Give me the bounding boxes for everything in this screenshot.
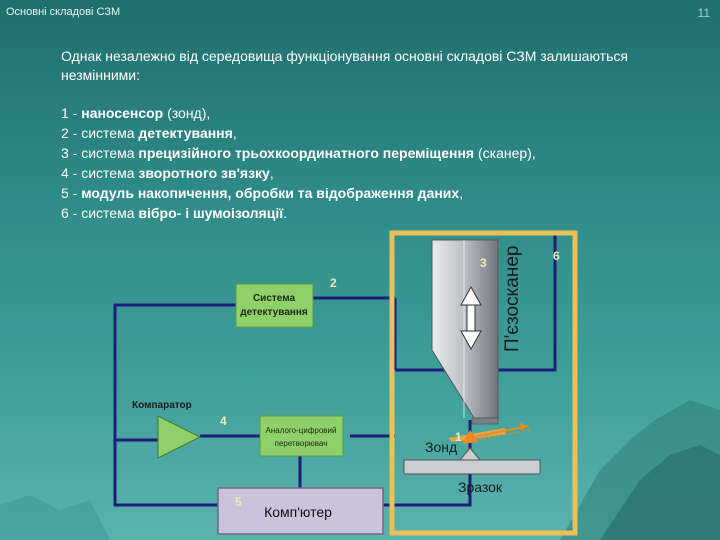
marker-1: 1 (455, 430, 462, 444)
detection-label-line1: Система (253, 293, 296, 304)
component-item-5: 5 - модуль накопичення, обробки та відоб… (61, 185, 464, 201)
vibration-isolation-frame (389, 230, 578, 536)
marker-3: 3 (480, 256, 487, 270)
component-item-6: 6 - система вібро- і шумоізоляції. (61, 205, 288, 221)
marker-5: 5 (235, 495, 242, 509)
piezo-scanner-body (431, 239, 499, 419)
detection-system-box (235, 283, 314, 328)
slide-number: 11 (697, 6, 710, 20)
scanner-label: П'єзосканер (502, 246, 523, 352)
adc-label-line1: Аналого-цифровий (266, 426, 337, 435)
marker-6: 6 (553, 249, 560, 263)
intro-text: Однак незалежно від середовища функціону… (61, 48, 628, 83)
comparator-label: Компаратор (132, 400, 192, 411)
comparator-triangle-icon (157, 415, 202, 459)
sample-surface (440, 447, 500, 461)
computer-box (217, 487, 384, 535)
component-item-3: 3 - система прецизійного трьохкоординатн… (61, 145, 536, 161)
marker-2: 2 (330, 276, 337, 290)
connection-wires (113, 235, 557, 507)
marker-4: 4 (220, 414, 227, 428)
slide-header-title: Основні складові СЗМ (6, 6, 121, 18)
component-item-4: 4 - система зворотного зв'язку, (61, 165, 274, 181)
component-item-2: 2 - система детектування, (61, 125, 237, 141)
probe-label: Зонд (425, 439, 457, 455)
detection-label-line2: детектування (240, 307, 308, 318)
computer-label: Комп'ютер (264, 504, 332, 520)
probe-cantilever (448, 428, 506, 442)
adc-label-line2: перетворювач (275, 439, 328, 448)
sample-base (403, 459, 541, 475)
tip-holder (471, 417, 499, 425)
adc-box (259, 415, 344, 457)
scanner-motion-arrow-icon (460, 285, 482, 351)
components-list: 1 - наносенсор (зонд), 2 - система детек… (61, 103, 681, 223)
sample-label: Зразок (458, 479, 503, 495)
component-item-1: 1 - наносенсор (зонд), (61, 105, 211, 121)
